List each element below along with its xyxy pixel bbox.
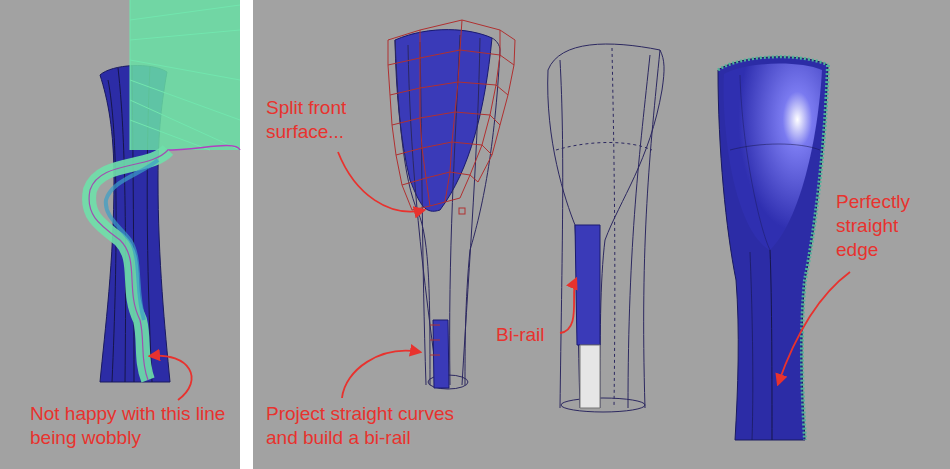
control-grid-part [388,40,412,210]
annotation-note: Bi-rail [496,323,545,347]
birail-vase-part [548,44,664,408]
control-grid-part [478,40,515,182]
birail-vase-part [561,398,645,412]
birail-vase-part [575,225,600,345]
curvature-comb-part [106,160,158,320]
result-vase-part [740,75,770,250]
curvature-comb-part [130,60,240,80]
leader-arrows-part [150,356,192,400]
birail-vase-part [612,48,615,408]
annotation-note: Perfectly straight edge [836,190,936,261]
annotation-note: Not happy with this line being wobbly [30,402,230,450]
birail-vase-part [628,55,650,408]
curvature-comb-part [130,0,131,150]
curvature-comb-part [130,0,240,150]
control-grid-part [392,112,500,125]
birail-vase-part [580,345,600,408]
control-grid-part [388,50,514,65]
control-grid-part [430,325,440,355]
result-vase [718,57,828,440]
control-grid-part [412,198,460,210]
result-vase-part [770,250,772,440]
panel-divider [240,0,253,469]
control-grid-part [445,20,462,202]
control-grid-part [460,30,500,198]
birail-vase-part [560,60,563,408]
result-vase-part [718,57,828,70]
split-surface-vase-part [450,35,460,385]
birail-vase-part [644,50,660,408]
control-grid-part [420,30,430,206]
result-vase-part [718,57,828,440]
leader-arrows-part [338,152,424,212]
result-vase-part [750,252,753,440]
curvature-comb-part [130,80,240,120]
control-grid [388,20,515,355]
control-grid-part [388,20,515,40]
curvature-comb-part [89,150,168,380]
curvature-comb-part [165,146,240,150]
curvature-comb-part [130,120,210,150]
curvature-comb-part [89,150,168,380]
curvature-comb-part [130,30,240,40]
leader-arrows-part [342,351,420,398]
result-vase-part [802,65,828,440]
leader-arrows [150,152,850,400]
curvature-comb [89,0,240,380]
curvature-comb-part [130,100,240,150]
leader-arrows-part [778,272,850,384]
control-grid-part [390,82,508,95]
split-surface-vase-part [420,42,426,385]
result-vase-part [730,144,820,150]
split-surface-vase-part [433,320,449,388]
birail-vase [548,44,664,412]
curvature-comb-part [130,5,240,20]
annotation-note: Project straight curves and build a bi-r… [266,402,488,450]
control-grid-part [396,142,492,155]
leader-arrows-part [560,279,576,333]
result-vase-part [724,64,822,250]
birail-vase-part [556,143,652,151]
annotation-note: Split front surface... [266,96,384,144]
control-grid-part [459,208,465,214]
